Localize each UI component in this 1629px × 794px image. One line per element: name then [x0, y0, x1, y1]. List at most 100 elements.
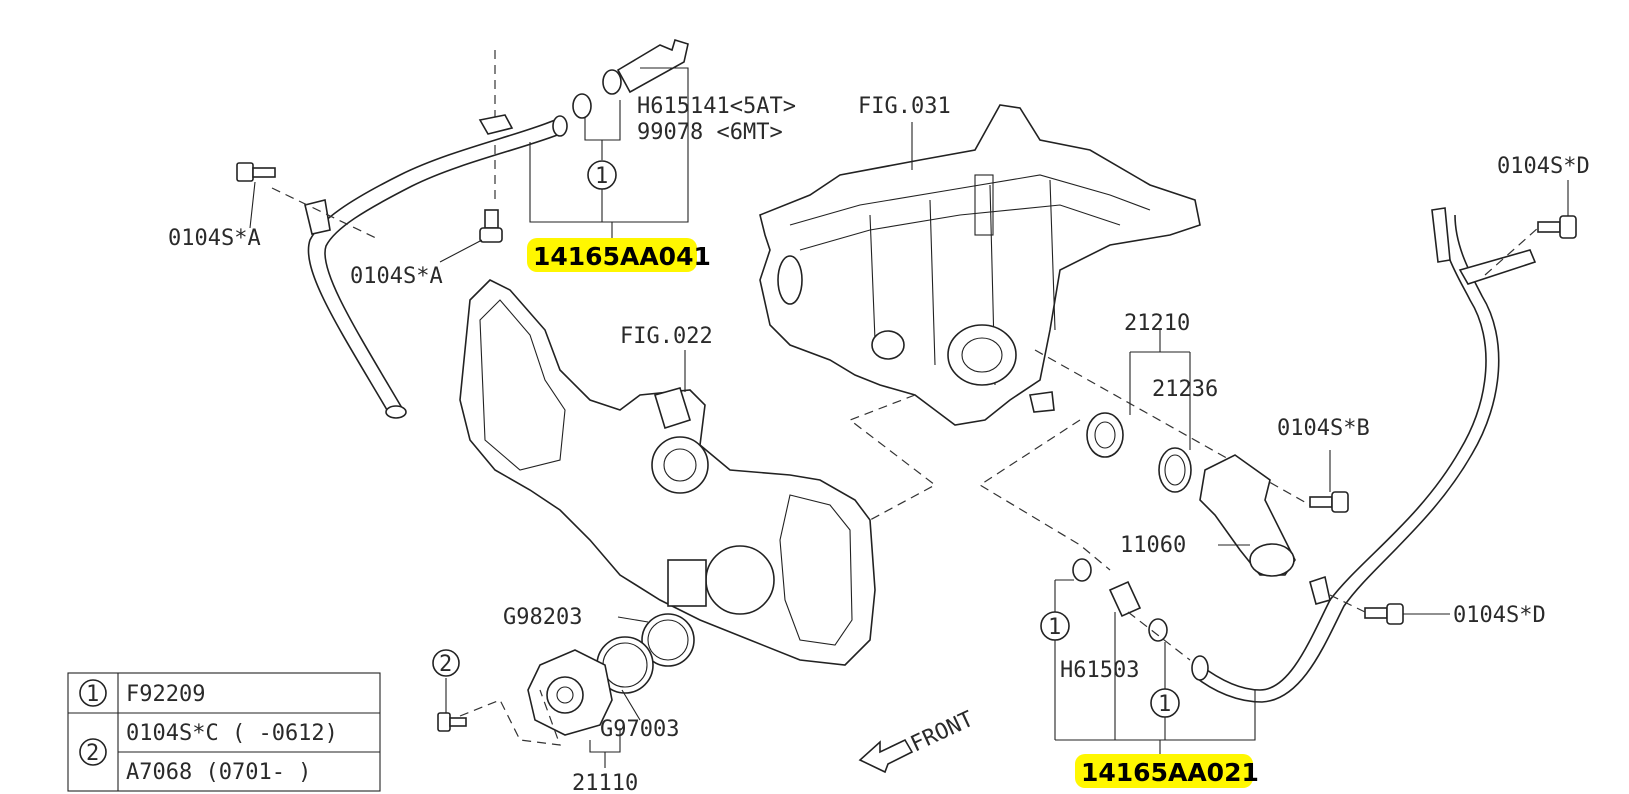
- leader-line: [617, 616, 649, 623]
- bolt-ref-2: [437, 712, 467, 732]
- legend-table: 1 2 F92209 0104S*C ( -0612) A7068 (0701-…: [67, 672, 381, 792]
- axis-line: [1127, 611, 1191, 661]
- bolt-d-top: [1537, 215, 1577, 239]
- legend-ref: 1: [86, 682, 99, 707]
- axis-line: [1329, 594, 1366, 613]
- front-label: FRONT: [907, 707, 978, 758]
- gasket-g97003-label[interactable]: G97003: [600, 717, 679, 742]
- lower-coolant-pipe: [1199, 214, 1487, 691]
- pipe-end: [1191, 655, 1209, 681]
- ref-number: 1: [595, 164, 608, 189]
- bolt-label-a-left[interactable]: 0104S*A: [168, 226, 261, 251]
- cover-detail: [479, 299, 566, 471]
- pump-pulley: [546, 676, 584, 714]
- hose-clamp: [1148, 618, 1168, 642]
- hose-h61503-label[interactable]: H61503: [1060, 658, 1139, 683]
- assembly-line: [978, 419, 1111, 571]
- cover-port-inner: [663, 448, 697, 482]
- pipe-end: [552, 115, 568, 137]
- bolt-b: [1309, 491, 1349, 513]
- ref-circle-1: [1040, 611, 1070, 641]
- water-pump-label[interactable]: 21110: [572, 771, 638, 794]
- bolt-b-label[interactable]: 0104S*B: [1277, 416, 1370, 441]
- upper-hose: [616, 38, 689, 94]
- engine-block-outline: [759, 104, 1201, 426]
- timing-cover: FIG.022: [459, 279, 937, 666]
- cover-boss: [653, 387, 692, 430]
- lower-hose-group: 1 1 H61503 14165AA021: [978, 419, 1259, 788]
- pipe-branch: [1458, 249, 1537, 285]
- bolt-d-top-label[interactable]: 0104S*D: [1497, 154, 1590, 179]
- bolt-d-right-label[interactable]: 0104S*D: [1453, 603, 1546, 628]
- legend-value[interactable]: A7068 (0701- ): [126, 760, 311, 785]
- ref-circle-2: [432, 649, 460, 677]
- leader-line: [529, 67, 689, 223]
- legend-ref: 2: [86, 741, 99, 766]
- legend-ref-circle: [79, 738, 107, 766]
- assembly-line: [848, 394, 937, 521]
- leader-line: [1055, 690, 1256, 741]
- part-number-lower[interactable]: 14165AA021: [1081, 758, 1259, 787]
- pipe-bracket: [304, 199, 331, 235]
- gasket-21236-label[interactable]: 21236: [1152, 377, 1218, 402]
- bolt-d-right: [1364, 603, 1404, 625]
- bolt-label-a-mid[interactable]: 0104S*A: [350, 264, 443, 289]
- ref-number: 1: [1158, 692, 1171, 717]
- block-detail: [869, 179, 1056, 386]
- ref-circle-1: [1150, 688, 1180, 718]
- engine-block: FIG.031: [759, 94, 1201, 426]
- thermostat-gasket: [1158, 447, 1192, 493]
- bolt-a-left: [236, 162, 276, 182]
- thermostat-inner: [1094, 421, 1116, 449]
- leader-line: [249, 181, 256, 229]
- block-port: [871, 330, 905, 360]
- part-number-highlight: [527, 238, 697, 272]
- pipe-bracket: [1431, 207, 1451, 263]
- water-pump-group: 2 G98203 G97003 21110: [432, 605, 695, 794]
- thermostat-housing-inner: [961, 337, 1003, 373]
- axis-line: [271, 187, 381, 241]
- thermostat-label[interactable]: 21210: [1124, 311, 1190, 336]
- fig-022-label[interactable]: FIG.022: [620, 324, 713, 349]
- legend-border: [67, 672, 381, 792]
- leader-line: [621, 689, 641, 721]
- hose-clamp: [572, 93, 592, 119]
- block-port: [777, 255, 803, 305]
- cover-detail: [779, 494, 853, 646]
- part-number-upper[interactable]: 14165AA041: [533, 242, 711, 271]
- bolt-a-mid: [479, 209, 503, 243]
- part-number-highlight: [1075, 754, 1253, 788]
- thermostat-gasket-inner: [1164, 454, 1186, 486]
- legend-ref-circle: [79, 679, 107, 707]
- upper-hose-group: 1 14165AA041 H615141<5AT> 99078 <6MT> 01…: [168, 38, 796, 419]
- front-indicator: FRONT: [858, 707, 978, 774]
- block-nipple: [1029, 391, 1055, 413]
- pump-gasket-g98203: [641, 613, 695, 667]
- axis-line: [1484, 227, 1539, 276]
- thermostat-cover-label[interactable]: 11060: [1120, 533, 1186, 558]
- ref-number: 1: [1048, 615, 1061, 640]
- thermostat-cover-outlet: [1249, 543, 1295, 577]
- hose-label-5at[interactable]: H615141<5AT>: [637, 94, 796, 119]
- cover-port: [651, 436, 709, 494]
- block-detail: [789, 174, 1151, 226]
- block-detail: [799, 204, 1121, 251]
- upper-coolant-pipe-edge: [324, 131, 566, 409]
- pipe-end: [385, 405, 407, 419]
- ref-number: 2: [439, 652, 452, 677]
- front-arrow-icon: [858, 738, 914, 774]
- cover-detail: [667, 559, 707, 607]
- fig-031-label[interactable]: FIG.031: [858, 94, 951, 119]
- thermostat-housing: [947, 324, 1017, 386]
- gasket-g98203-label[interactable]: G98203: [503, 605, 582, 630]
- pump-gasket-inner: [647, 619, 689, 661]
- legend-value[interactable]: F92209: [126, 682, 205, 707]
- block-detail: [974, 174, 994, 236]
- legend-value[interactable]: 0104S*C ( -0612): [126, 721, 338, 746]
- right-pipe-group: 0104S*D 0104S*D: [1191, 154, 1590, 703]
- hose-label-6mt[interactable]: 99078 <6MT>: [637, 120, 783, 145]
- hose-clamp: [1072, 558, 1092, 582]
- pipe-bracket: [478, 114, 514, 135]
- pump-opening: [705, 545, 775, 615]
